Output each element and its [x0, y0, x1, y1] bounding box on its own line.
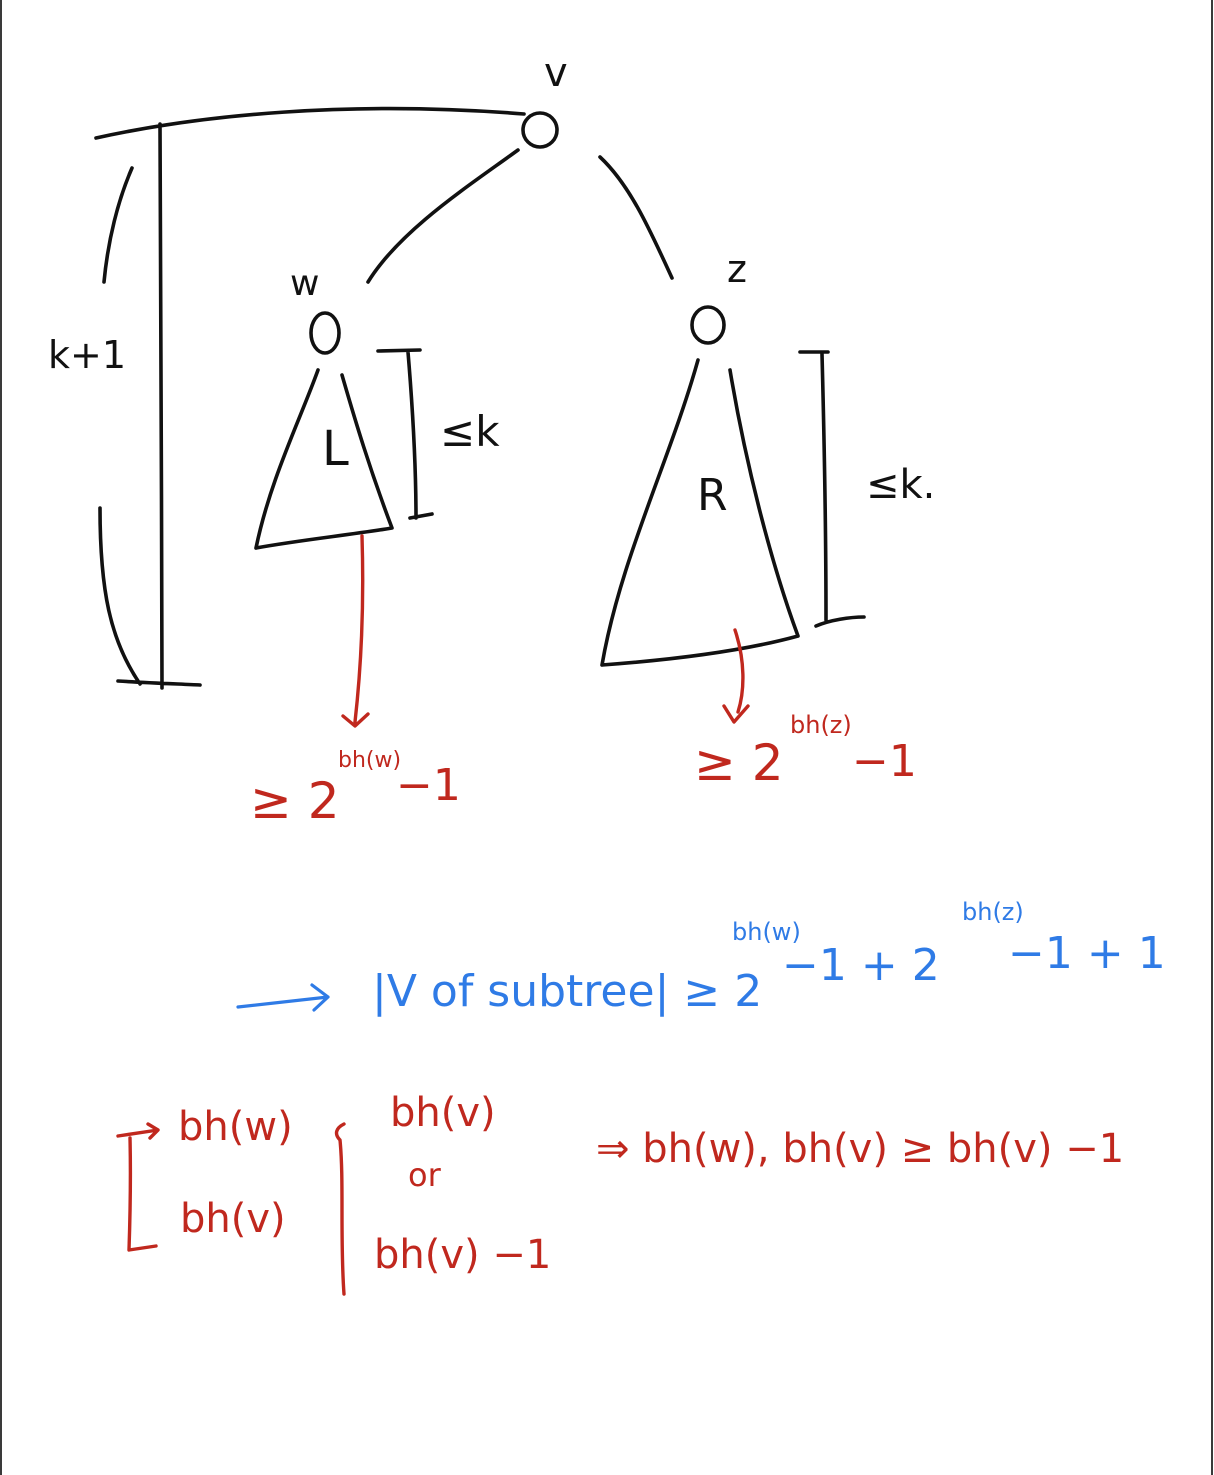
bracket-left-height	[376, 348, 434, 520]
subtree-left-triangle	[254, 368, 394, 550]
bound-right-exp: bh(z)	[790, 711, 852, 739]
bound-right-suffix: −1	[852, 736, 917, 787]
bound-right-base: ≥ 2	[694, 734, 784, 792]
bound-left-base: ≥ 2	[250, 772, 340, 830]
bracket-left-label: ≤k	[440, 407, 500, 456]
tree-height-label: k+1	[48, 333, 126, 377]
subtree-inequality: |V of subtree| ≥ 2 bh(w) −1 + 2 bh(z) −1…	[236, 898, 1166, 1017]
arrow-blue	[236, 983, 330, 1012]
node-z	[690, 305, 726, 345]
case-option-1: bh(v)	[390, 1090, 496, 1136]
node-w	[309, 311, 341, 355]
node-v	[521, 111, 559, 149]
tree: v w z L R ≤k ≤k. k+1	[48, 50, 935, 690]
subtree-left-label: L	[322, 421, 349, 477]
arrow-left-bound	[341, 534, 370, 728]
children-bracket	[116, 1122, 160, 1252]
subtree-right-label: R	[697, 470, 728, 521]
case-option-or: or	[408, 1156, 442, 1194]
bracket-right-label: ≤k.	[866, 462, 935, 508]
inequality-exp-2: bh(z)	[962, 898, 1024, 926]
edge-v-z	[598, 155, 674, 280]
case-analysis: bh(w) bh(v) bh(v) or bh(v) −1 ⇒ bh(w), b…	[116, 1090, 1124, 1296]
bound-left-exp: bh(w)	[338, 748, 401, 773]
case-child-1: bh(w)	[178, 1104, 293, 1150]
node-label-w: w	[290, 263, 319, 304]
subtree-right-triangle	[600, 358, 800, 667]
bracket-right-height	[798, 350, 866, 628]
bound-left-suffix: −1	[396, 760, 461, 811]
node-label-v: v	[544, 50, 568, 96]
inequality-rhs: −1 + 1	[1008, 928, 1166, 979]
inequality-exp-1: bh(w)	[732, 918, 801, 946]
subtree-bounds: ≥ 2 bh(w) −1 ≥ 2 bh(z) −1	[250, 534, 917, 830]
bracket-tree-height	[94, 106, 526, 690]
arrow-right-bound	[722, 628, 750, 724]
case-conclusion: ⇒ bh(w), bh(v) ≥ bh(v) −1	[596, 1126, 1124, 1172]
inequality-mid: −1 + 2	[782, 940, 940, 991]
node-label-z: z	[727, 247, 747, 291]
inequality-lhs: |V of subtree| ≥ 2	[372, 966, 762, 1017]
options-brace	[334, 1122, 346, 1296]
edge-v-w	[366, 148, 520, 284]
case-child-2: bh(v)	[180, 1196, 286, 1242]
case-option-2: bh(v) −1	[374, 1232, 551, 1278]
